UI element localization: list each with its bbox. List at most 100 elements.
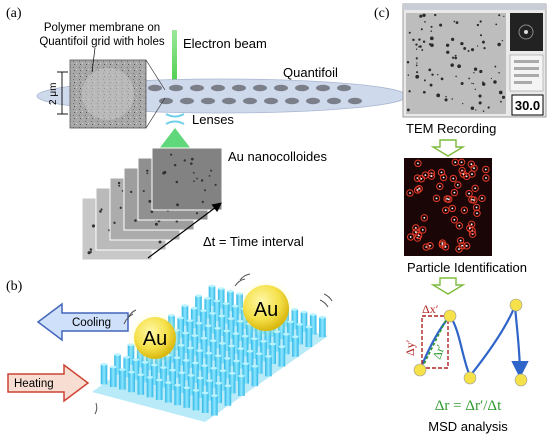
quantifoil-hole (190, 84, 204, 92)
tem-particle (451, 98, 453, 100)
tem-readout-box (511, 94, 544, 116)
cooling-label: Cooling (72, 317, 111, 329)
identified-particle (412, 224, 420, 232)
identified-particle (478, 194, 486, 203)
nanopillar (232, 332, 240, 354)
particle-identification-label: Particle Identification (407, 260, 527, 275)
nanopillar (132, 358, 140, 380)
heating-label: Heating (14, 378, 54, 390)
dr-vector (421, 317, 448, 369)
tem-particle (429, 36, 434, 41)
tem-particle (470, 48, 475, 52)
identified-particle (482, 174, 490, 182)
identified-particle (460, 206, 469, 214)
electron-beam (172, 30, 177, 96)
nanopillar (187, 346, 194, 368)
tem-particle (455, 75, 457, 78)
quantifoil-hole (211, 84, 225, 92)
tem-particle (460, 42, 464, 46)
quantifoil-hole (327, 97, 341, 105)
nanopillar (174, 383, 181, 406)
tem-particle (450, 63, 454, 67)
quantifoil-label: Quantifoil (283, 65, 338, 80)
quantifoil-hole (180, 97, 194, 105)
identified-particle (414, 159, 422, 168)
tem-particle (476, 23, 480, 27)
tem-particle (407, 74, 410, 76)
quantifoil-hole (316, 84, 330, 92)
tem-particle (481, 40, 485, 44)
nanopillar (215, 381, 222, 404)
tem-image (406, 13, 506, 114)
quantifoil-hole (232, 84, 246, 92)
nanopillar (228, 372, 236, 394)
trajectory-point-1 (413, 363, 427, 377)
zoom-line-top (145, 59, 166, 91)
nanopillar (260, 340, 267, 362)
identified-particle (427, 172, 436, 180)
quantifoil-hole (306, 97, 320, 105)
tem-particle (493, 80, 497, 84)
tem-particle (478, 94, 482, 98)
nanopillar (200, 309, 207, 331)
tem-particle (406, 61, 410, 64)
nanopillar (211, 394, 218, 416)
heating-arrow (7, 363, 90, 403)
displacement-box (421, 315, 449, 369)
quantifoil-hole (243, 97, 257, 105)
tem-particle (440, 77, 444, 81)
identified-particle (459, 170, 468, 178)
nanopillar (296, 323, 304, 345)
nanopillar (155, 378, 163, 400)
identified-particle (406, 233, 415, 241)
tem-particle (454, 54, 457, 57)
nanopillar (192, 389, 200, 411)
msd-formula: Δr = Δr′/Δt (435, 398, 502, 414)
nanopillar (305, 325, 313, 347)
tem-particle (498, 14, 501, 17)
nanopillar (165, 381, 172, 403)
nanopillar (219, 342, 226, 364)
nanopillar (173, 356, 181, 378)
tem-particle (408, 90, 411, 93)
nanopillar (210, 366, 218, 389)
nanopillar (269, 342, 277, 364)
tem-particle (472, 82, 475, 85)
tem-particle (498, 90, 503, 95)
tem-particle (419, 45, 422, 48)
nanopillar (192, 361, 199, 383)
quantifoil-hole (285, 97, 299, 105)
quantifoil-hole (274, 84, 288, 92)
tem-particle (422, 40, 426, 43)
nanopillar (214, 354, 222, 376)
tem-particle (478, 101, 482, 105)
nanopillar (292, 335, 299, 357)
msd-analysis-label: MSD analysis (428, 419, 508, 434)
panel-a: (a) Electron beam Quantifoil Polymer mem… (6, 6, 408, 261)
nanopillar (209, 339, 217, 361)
nanopillar (233, 359, 240, 381)
identified-particle (472, 203, 481, 212)
tem-particle (437, 74, 439, 76)
nanopillar (123, 355, 130, 378)
tem-particle (444, 98, 448, 102)
dy-label: Δy′ (403, 339, 417, 356)
quantifoil-holes (148, 84, 362, 105)
quantifoil-hole (222, 97, 236, 105)
nanopillar (197, 376, 204, 398)
scale-label: 2 μm (48, 83, 59, 105)
electron-beam-label: Electron beam (183, 36, 267, 51)
nanopillar (183, 386, 191, 408)
identified-particle (466, 224, 474, 232)
identified-particle (437, 168, 446, 177)
tem-particle (446, 50, 450, 54)
identified-particle (454, 181, 462, 189)
flow-arrow-1 (430, 139, 466, 157)
tem-particle (476, 45, 479, 47)
tem-particle (416, 71, 419, 74)
nanopillar (169, 368, 176, 391)
nanocolloids-label: Au nanocolloides (228, 149, 328, 164)
identified-particle (413, 186, 422, 194)
tem-particle (418, 46, 420, 48)
